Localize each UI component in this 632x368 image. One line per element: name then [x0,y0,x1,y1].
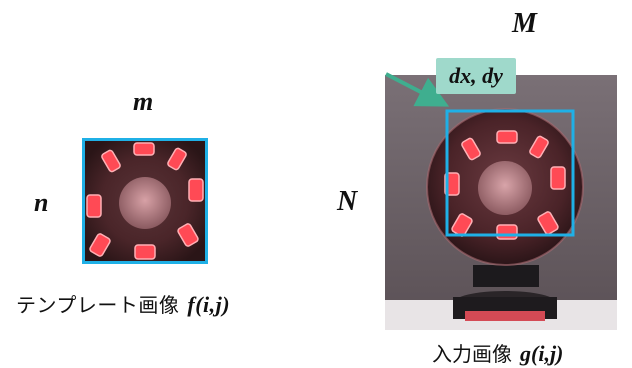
match-region-frame [445,109,575,237]
offset-label: dx, dy [436,58,516,94]
input-height-label: N [337,186,358,217]
offset-arrow [385,72,450,107]
input-lamp-graphic [385,75,617,330]
input-caption-text: 入力画像 [432,342,512,366]
template-caption-formula: f(i,j) [187,292,231,317]
input-width-label: M [512,8,537,39]
input-image [385,75,617,330]
template-image [82,138,208,264]
template-caption-text: テンプレート画像 [16,293,180,317]
template-width-label: m [133,87,154,116]
input-caption: 入力画像 g(i,j) [432,338,563,367]
input-caption-formula: g(i,j) [520,341,564,366]
template-caption: テンプレート画像 f(i,j) [16,289,230,318]
template-height-label: n [34,188,49,217]
template-lamp-graphic [85,141,205,261]
